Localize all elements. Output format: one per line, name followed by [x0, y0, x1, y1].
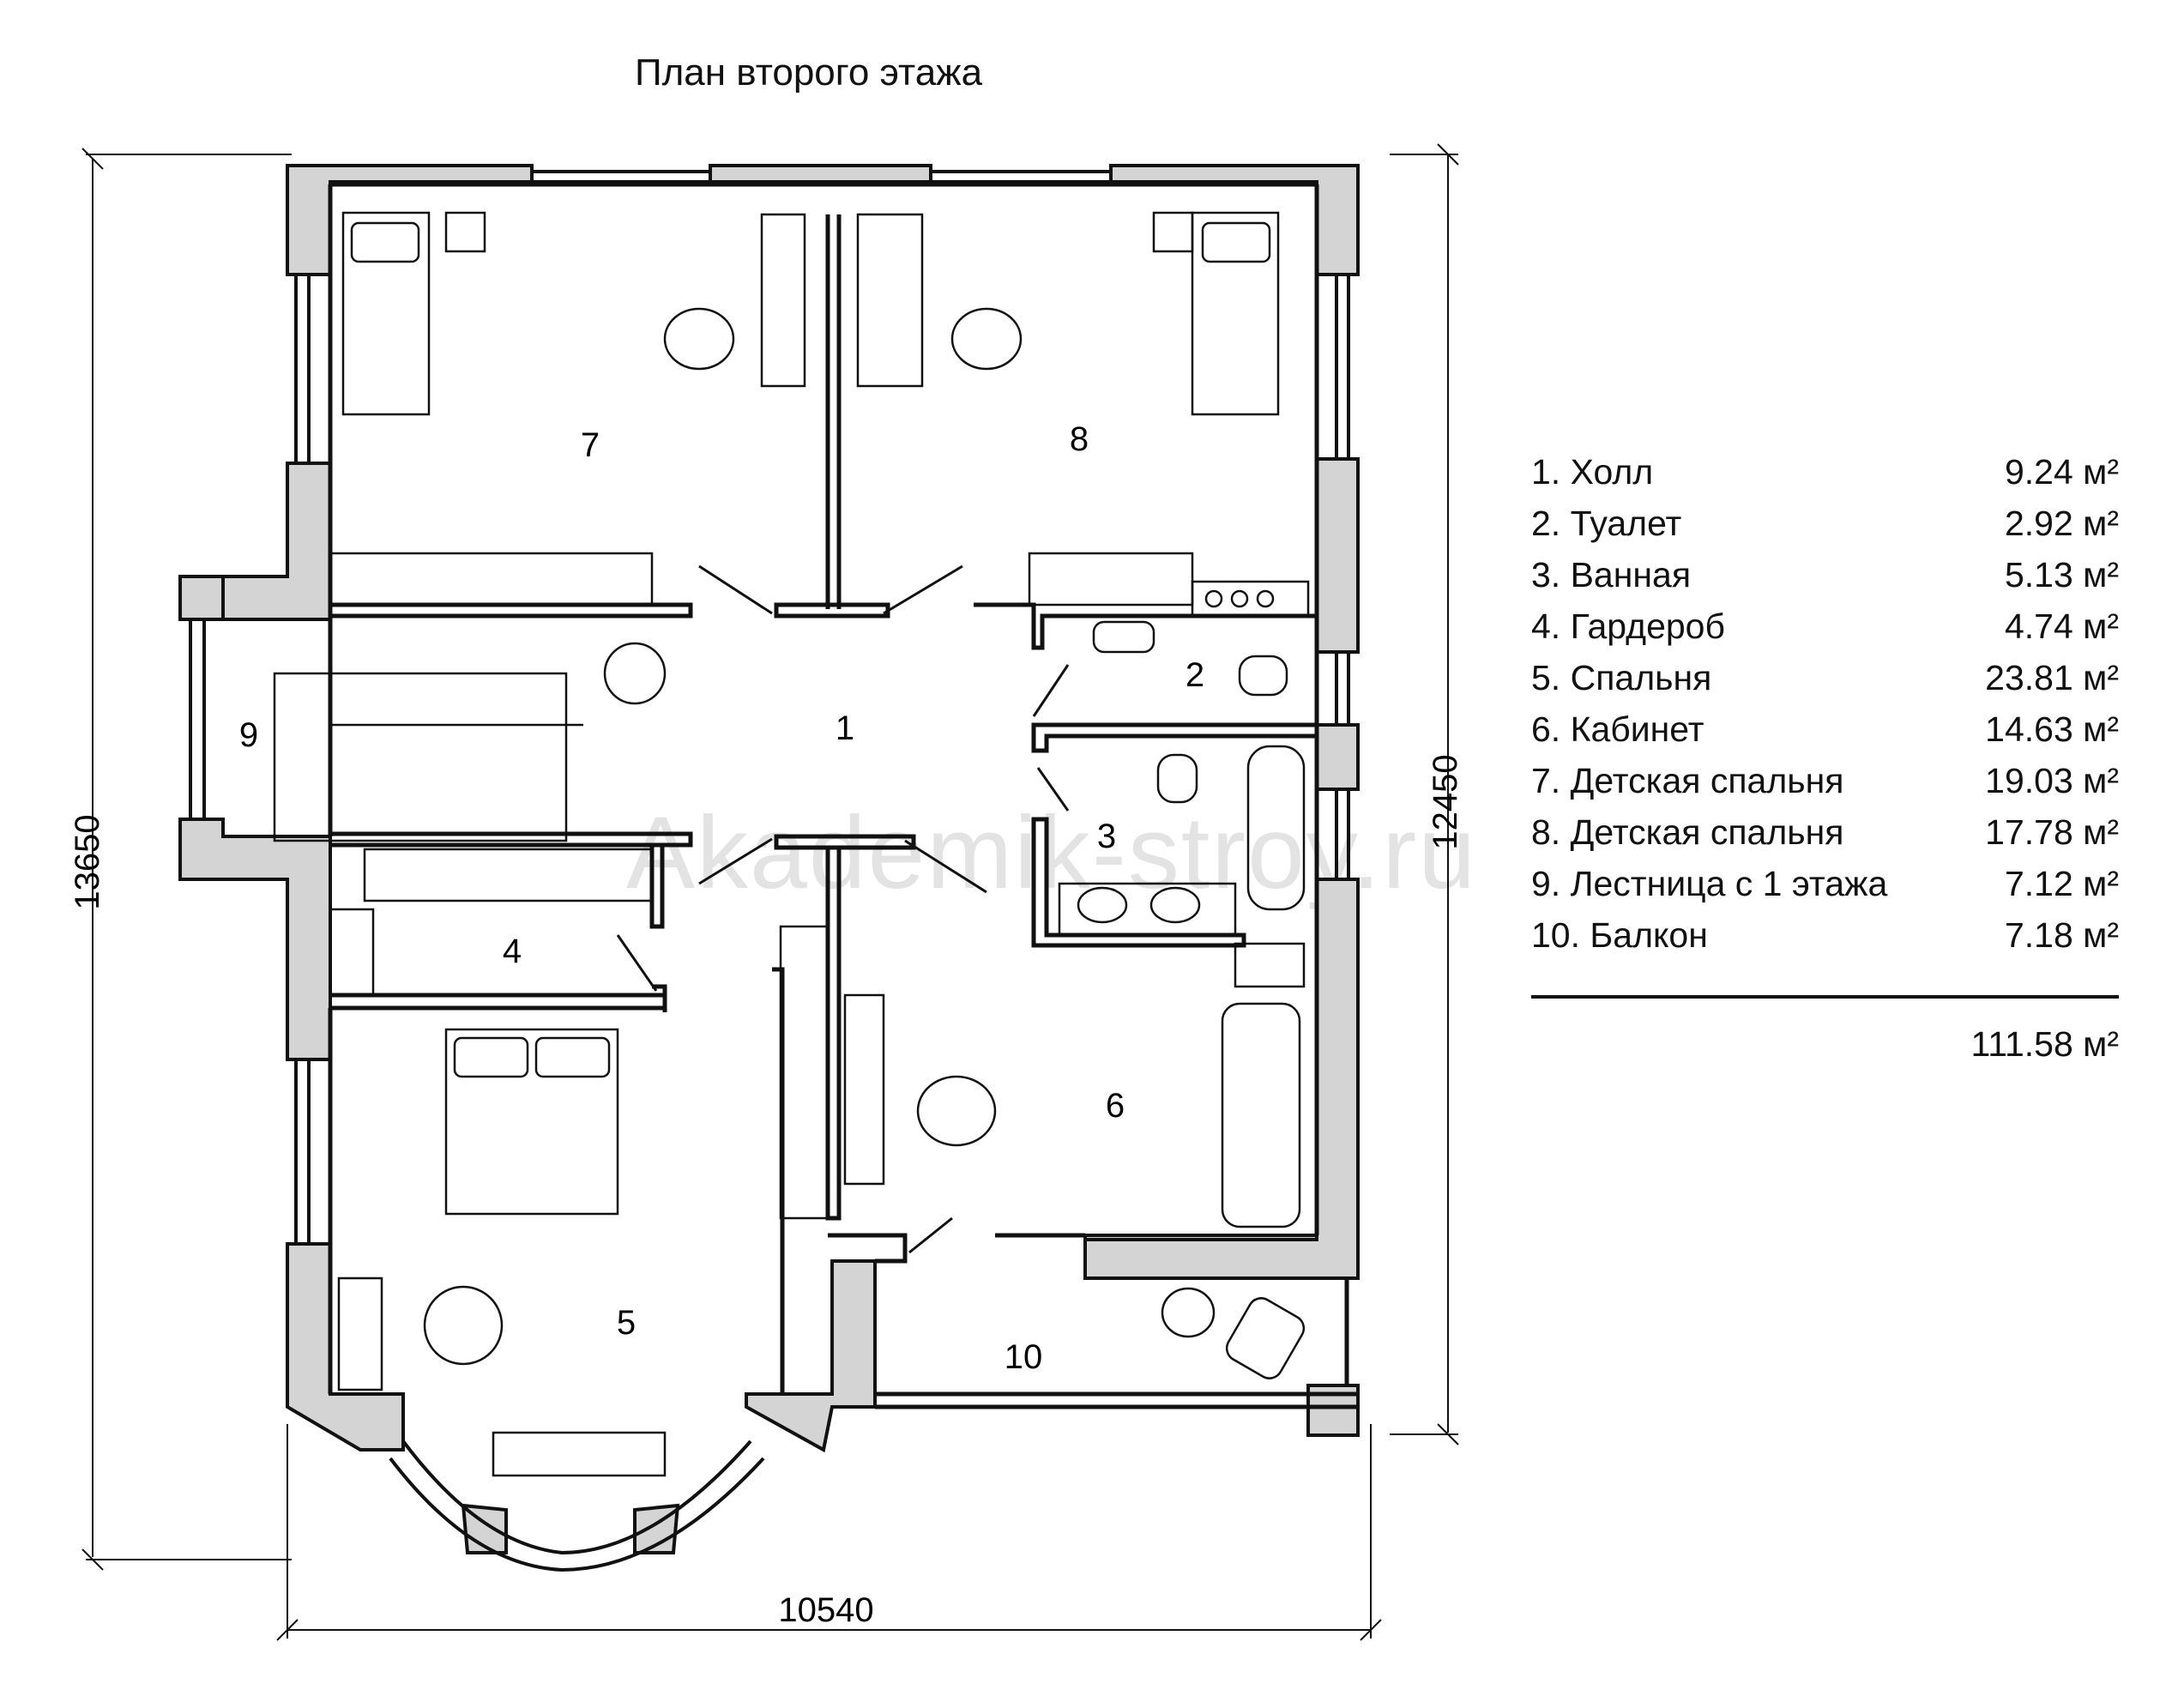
legend-item: 8. Детская спальня 17.78 м²	[1531, 806, 2119, 858]
legend-room-name: 7. Детская спальня	[1531, 760, 1844, 800]
room-labels: 1 2 3 4 5 6 7 8 9 10	[239, 420, 1204, 1376]
legend-room-area: 4.74 м²	[2004, 606, 2119, 646]
legend-room-area: 17.78 м²	[1985, 812, 2119, 852]
legend-room-area: 14.63 м²	[1985, 709, 2119, 749]
room-number: 10	[1005, 1338, 1043, 1376]
legend-item: 9. Лестница с 1 этажа 7.12 м²	[1531, 858, 2119, 909]
room-number: 9	[239, 716, 258, 754]
armchair-room5	[423, 1285, 504, 1366]
legend-room-name: 3. Ванная	[1531, 554, 1692, 594]
toilet-room3	[1156, 753, 1198, 804]
chair-room6	[916, 1075, 997, 1147]
legend-item: 5. Спальня 23.81 м²	[1531, 652, 2119, 703]
legend-item: 3. Ванная 5.13 м²	[1531, 549, 2119, 601]
sink	[1092, 620, 1155, 654]
room-number: 5	[617, 1304, 636, 1342]
legend-item: 2. Туалет 2.92 м²	[1531, 498, 2119, 549]
room-number: 6	[1106, 1087, 1125, 1125]
bed-room7	[341, 211, 431, 416]
sofa	[1221, 1002, 1301, 1228]
chair-room8	[950, 307, 1023, 371]
legend-room-area: 7.18 м²	[2004, 914, 2119, 955]
legend-divider	[1531, 995, 2119, 999]
dimension-height-total: 13650	[69, 814, 106, 909]
legend-item: 6. Кабинет 14.63 м²	[1531, 703, 2119, 755]
room-number: 2	[1186, 656, 1204, 694]
legend-room-name: 1. Холл	[1531, 451, 1654, 492]
wardrobe-room7	[329, 552, 654, 607]
door-swings	[616, 564, 1070, 1254]
desk-room7	[760, 213, 806, 388]
balcony-chair	[1225, 1297, 1306, 1379]
stairs	[273, 672, 568, 842]
fireplace	[492, 1431, 667, 1477]
wardrobe-room4	[363, 848, 654, 902]
appliance	[1234, 942, 1306, 988]
desk-room8	[856, 213, 924, 388]
legend-room-name: 4. Гардероб	[1531, 606, 1725, 646]
bed-room8	[1191, 211, 1280, 416]
legend-total: 111.58 м²	[1970, 1024, 2119, 1064]
plant	[603, 642, 667, 705]
legend-room-area: 23.81 м²	[1985, 657, 2119, 697]
room-number: 8	[1070, 420, 1089, 458]
bed-room5	[444, 1028, 619, 1216]
chair-room7	[663, 307, 735, 371]
dresser	[337, 1276, 383, 1391]
legend-room-name: 8. Детская спальня	[1531, 812, 1844, 852]
exterior-walls	[178, 164, 1360, 1554]
legend-room-area: 9.24 м²	[2004, 451, 2119, 492]
legend-room-area: 2.92 м²	[2004, 503, 2119, 543]
nightstand	[1152, 211, 1194, 253]
legend-item: 4. Гардероб 4.74 м²	[1531, 601, 2119, 652]
shelving	[779, 925, 830, 1220]
legend-room-name: 10. Балкон	[1531, 914, 1708, 955]
legend-room-name: 6. Кабинет	[1531, 709, 1704, 749]
legend-room-name: 5. Спальня	[1531, 657, 1712, 697]
bathtub	[1246, 745, 1306, 911]
page-title: План второго этажа	[635, 51, 983, 94]
legend-room-area: 5.13 м²	[2004, 554, 2119, 594]
room-number: 1	[836, 709, 854, 747]
legend-room-name: 2. Туалет	[1531, 503, 1682, 543]
interior-walls	[328, 182, 1358, 1409]
furniture	[273, 211, 1310, 1477]
room-number: 4	[503, 932, 522, 970]
nightstand	[444, 211, 486, 253]
dimension-width: 10540	[778, 1591, 873, 1629]
legend-room-name: 9. Лестница с 1 этажа	[1531, 863, 1888, 903]
vanity	[1058, 882, 1237, 937]
dimension-lines	[81, 143, 1459, 1641]
legend-item: 1. Холл 9.24 м²	[1531, 446, 2119, 498]
dimension-height-inner: 12450	[1427, 754, 1464, 849]
stove	[1191, 580, 1310, 618]
window-lines	[189, 170, 1350, 1572]
toilet-room2	[1238, 655, 1288, 697]
legend-item: 10. Балкон 7.18 м²	[1531, 909, 2119, 961]
legend-room-area: 19.03 м²	[1985, 760, 2119, 800]
room-number: 3	[1097, 818, 1116, 855]
legend-item: 7. Детская спальня 19.03 м²	[1531, 755, 2119, 806]
balcony-table	[1161, 1287, 1216, 1338]
wardrobe-room8	[1028, 552, 1194, 607]
room-number: 7	[581, 426, 600, 464]
legend-room-area: 7.12 м²	[2004, 863, 2119, 903]
desk-room6	[843, 993, 885, 1186]
room-legend: 1. Холл 9.24 м² 2. Туалет 2.92 м² 3. Ван…	[1531, 446, 2119, 1065]
